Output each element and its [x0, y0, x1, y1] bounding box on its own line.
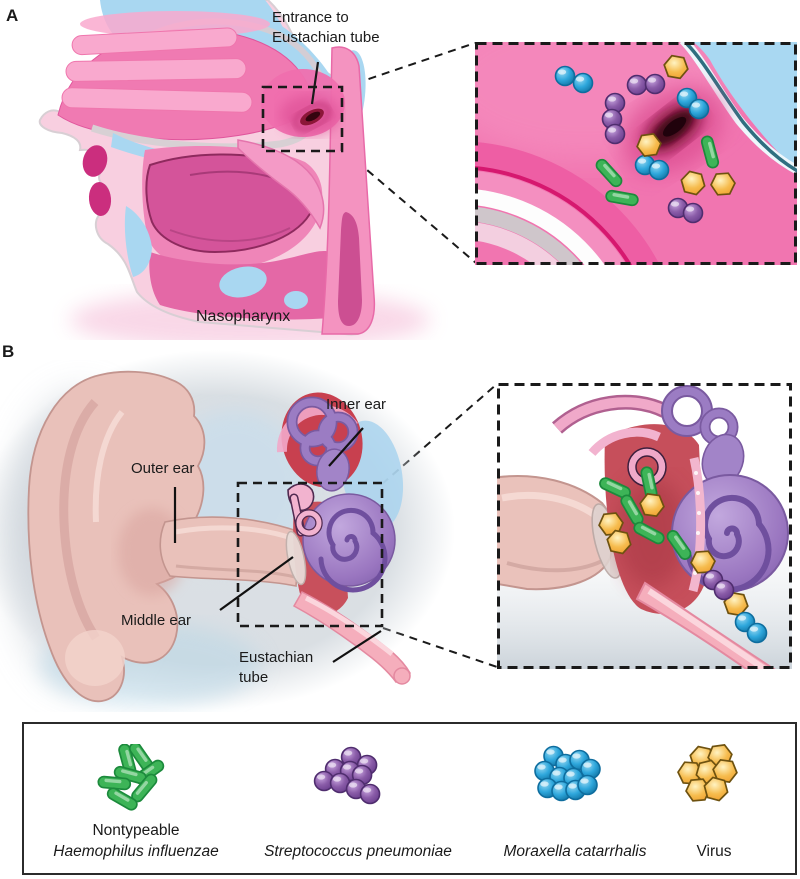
legend-item-pneumococcus: Streptococcus pneumoniae — [264, 744, 452, 861]
entrance-annotation: Entrance to Eustachian tube — [272, 8, 380, 47]
legend-item-haemophilus: Nontypeable Haemophilus influenzae — [53, 744, 219, 861]
inset-a-dashed-border — [475, 42, 797, 265]
airway-blue-vallecula — [284, 291, 308, 309]
nasopharynx-caption: Nasopharynx — [196, 308, 291, 325]
middle-turbinate — [65, 58, 247, 82]
eustachian-entrance-opening — [292, 102, 332, 132]
eustachian-tube-tip — [393, 667, 411, 685]
legend-label-line2: Virus — [696, 843, 732, 860]
entrance-annotation-line1: Entrance to — [272, 9, 349, 26]
panel-b-letter: B — [2, 342, 15, 361]
pharynx-muscle — [338, 212, 362, 326]
label-middle-ear: Middle ear — [121, 612, 192, 629]
legend-label-line1 — [504, 822, 647, 843]
inset-a-airway — [693, 42, 797, 171]
ear-illustration — [0, 350, 455, 710]
inset-b-canal-highlight — [501, 492, 597, 518]
pointer-lines-b — [173, 427, 382, 663]
superior-turbinate — [71, 27, 238, 56]
vestibule — [316, 448, 350, 492]
pinna-antihelix — [59, 399, 100, 641]
cochlea-spiral — [318, 507, 388, 593]
inset-middle-ear-zoom — [497, 383, 792, 669]
airway-blue-undertongue — [219, 266, 267, 298]
legend-label-line1 — [659, 822, 769, 843]
label-eustachian-line1: Eustachian — [239, 649, 314, 666]
legend-label-line2: Streptococcus pneumoniae — [264, 843, 452, 860]
legend-item-moraxella: Moraxella catarrhalis — [504, 744, 647, 861]
semicircular-canals — [286, 396, 359, 467]
canal-shade — [175, 564, 296, 579]
pinna-highlight — [92, 410, 125, 523]
inset-b-dashed-border — [497, 383, 792, 669]
ossicles — [287, 483, 323, 537]
nasopharynx-illustration — [38, 0, 430, 340]
entrance-pointer-line — [310, 61, 320, 105]
inset-b-canal-shade — [506, 559, 603, 573]
inset-nasopharynx-zoom — [475, 42, 797, 265]
tongue-crease2 — [169, 227, 291, 242]
legend-item-virus: Virus — [659, 744, 769, 861]
panel-a-letter: A — [6, 6, 19, 25]
inset-b-semicircular-canals — [661, 385, 739, 447]
mucosa-crest-line — [685, 42, 797, 173]
legend-label-line2: Haemophilus influenzae — [53, 843, 219, 860]
moraxella-icon — [533, 745, 601, 802]
airway-blue-mouth — [124, 206, 152, 277]
label-eustachian-line2: tube — [239, 668, 269, 686]
lower-lip — [88, 182, 112, 216]
label-inner-ear: Inner ear — [326, 396, 387, 413]
haemophilus-icon — [96, 744, 167, 813]
inset-b-cochlea-spiral — [686, 494, 772, 593]
label-eustachian-tube: Eustachian tube — [239, 648, 313, 687]
label-outer-ear: Outer ear — [131, 460, 195, 477]
canal-highlight — [174, 525, 298, 543]
inset-b-tube-highlight — [647, 588, 771, 669]
inferior-turbinate — [61, 87, 253, 113]
ear-lobe-highlight — [65, 630, 125, 686]
upper-lip — [82, 145, 108, 177]
soft-palate — [237, 139, 325, 230]
zoom-target-box-b — [236, 481, 384, 628]
eustachian-tube-highlight — [304, 595, 394, 656]
virus-icon — [676, 744, 740, 804]
zoom-target-box-a — [261, 85, 344, 153]
legend-label-line2: Moraxella catarrhalis — [503, 843, 647, 860]
entrance-annotation-line2: Eustachian tube — [272, 28, 380, 46]
legend-box: Nontypeable Haemophilus influenzae Strep… — [22, 722, 797, 875]
legend-label-line1 — [264, 822, 452, 843]
pneumococcus-icon — [313, 746, 381, 805]
legend-label-line1: Nontypeable — [92, 822, 180, 839]
